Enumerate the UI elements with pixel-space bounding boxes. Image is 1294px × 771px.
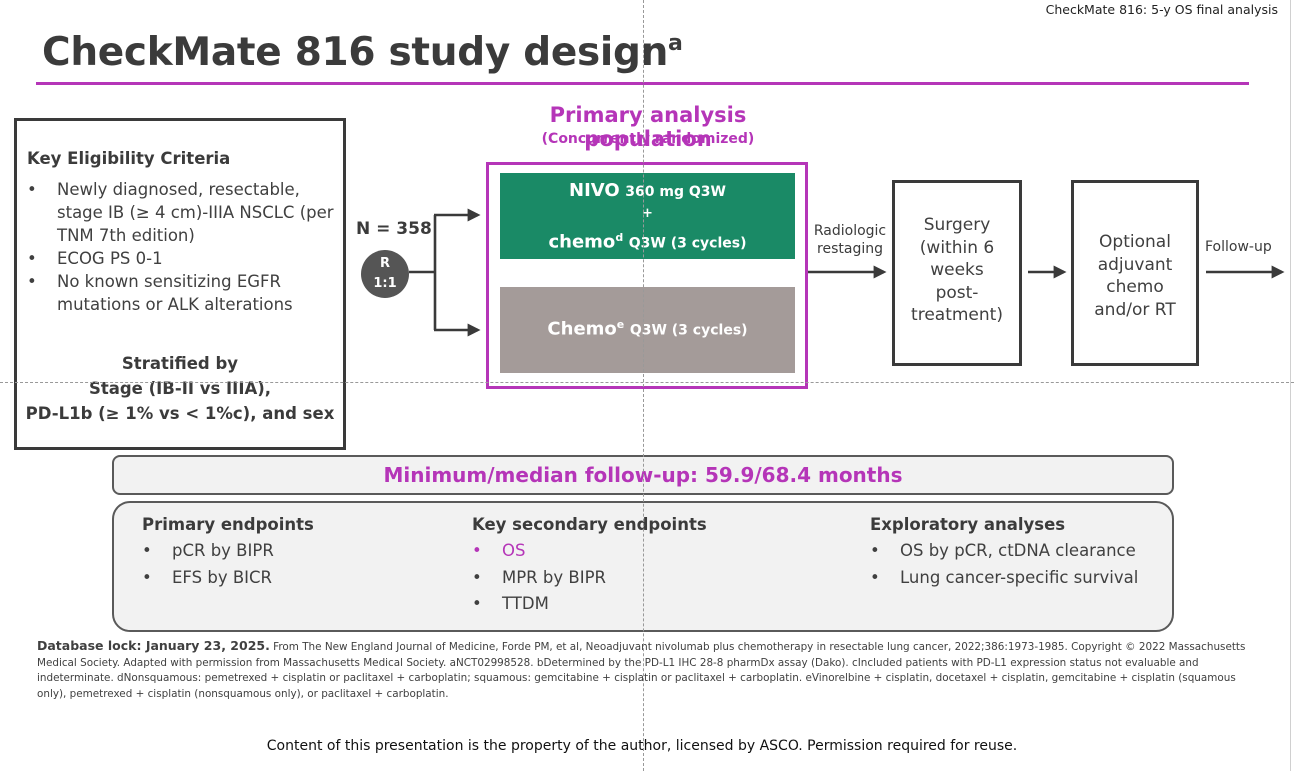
adjuvant-line: chemo [1106, 277, 1164, 297]
vertical-guide-line [643, 0, 644, 771]
endpoint-item: TTDM [472, 591, 707, 618]
randomization-letter: R [379, 256, 390, 271]
chemo-arm-label: Chemo [547, 318, 617, 340]
restaging-line: Radiologic [813, 223, 887, 239]
randomization-circle: R 1:1 [361, 250, 409, 298]
endpoint-item: OS by pCR, ctDNA clearance [870, 538, 1138, 565]
randomization-ratio: 1:1 [373, 276, 397, 291]
endpoint-item: MPR by BIPR [472, 565, 707, 592]
title-divider [36, 82, 1249, 85]
surgery-line: (within 6 [919, 237, 995, 258]
primary-population-title: Primary analysis population [549, 103, 747, 151]
eligibility-item: Newly diagnosed, resectable, stage IB (≥… [27, 178, 337, 247]
chemo-dose: Q3W (3 cycles) [628, 235, 747, 252]
eligibility-heading: Key Eligibility Criteria [27, 149, 231, 168]
endpoint-item-highlighted: OS [472, 538, 707, 565]
endpoint-item: Lung cancer-specific survival [870, 565, 1138, 592]
copyright-notice: Content of this presentation is the prop… [266, 738, 1018, 754]
primary-population-subtitle: (Concurrently randomized) [541, 131, 755, 147]
nivo-dose: 360 mg Q3W [625, 184, 726, 200]
chemo-line: chemod Q3W (3 cycles) [500, 231, 795, 252]
primary-population-box [486, 162, 808, 389]
primary-endpoints-list: pCR by BIPR EFS by BICR [142, 538, 314, 591]
horizontal-guide-line [0, 382, 1294, 383]
chemo-arm-dose: Q3W (3 cycles) [629, 322, 748, 339]
secondary-endpoints-column: Key secondary endpoints OS MPR by BIPR T… [472, 515, 707, 618]
nivo-label: NIVO [569, 180, 620, 201]
surgery-text: Surgery (within 6 weeks post- treatment) [895, 214, 1019, 327]
primary-endpoints-heading: Primary endpoints [142, 515, 314, 534]
endpoint-item: pCR by BIPR [142, 538, 314, 565]
eligibility-item: ECOG PS 0-1 [27, 247, 337, 270]
sample-size-label: N = 358 [356, 219, 432, 239]
adjuvant-line: and/or RT [1094, 299, 1176, 320]
secondary-endpoints-list: OS MPR by BIPR TTDM [472, 538, 707, 618]
adjuvant-box: Optional adjuvant chemo and/or RT [1071, 180, 1199, 366]
header-label: CheckMate 816: 5-y OS final analysis [1045, 2, 1278, 17]
plus-sign: + [642, 206, 653, 221]
stratified-line: PD-L1b (≥ 1% vs < 1%c), and sex [25, 404, 335, 423]
follow-up-label: Follow-up [1205, 239, 1272, 255]
stratified-heading: Stratified by [121, 354, 239, 373]
page-title: CheckMate 816 study designa [42, 30, 683, 75]
secondary-endpoints-heading: Key secondary endpoints [472, 515, 707, 534]
title-superscript: a [668, 31, 683, 56]
exploratory-list: OS by pCR, ctDNA clearance Lung cancer-s… [870, 538, 1138, 591]
nivo-line: NIVO 360 mg Q3W [500, 180, 795, 201]
eligibility-box: Key Eligibility Criteria Newly diagnosed… [14, 118, 346, 450]
randomization-branch-arrows [409, 208, 481, 337]
adjuvant-line: Optional [1099, 232, 1171, 252]
primary-endpoints-column: Primary endpoints pCR by BIPR EFS by BIC… [142, 515, 314, 591]
nivo-chemo-arm: NIVO 360 mg Q3W + chemod Q3W (3 cycles) [500, 173, 795, 259]
page-edge [1290, 0, 1291, 771]
restaging-label: Radiologic restaging [808, 222, 892, 258]
adjuvant-line: adjuvant [1097, 254, 1173, 275]
footnote-text: From The New England Journal of Medicine… [37, 641, 1246, 700]
chemo-arm-line: Chemoe Q3W (3 cycles) [500, 318, 795, 339]
chemo-footnote-mark: d [615, 231, 624, 244]
restaging-line: restaging [817, 241, 883, 257]
chemo-only-arm: Chemoe Q3W (3 cycles) [500, 287, 795, 373]
stratified-line: Stage (IB-II vs IIIA), [88, 379, 272, 398]
chemo-label: chemo [548, 231, 616, 253]
endpoint-item: EFS by BICR [142, 565, 314, 592]
eligibility-list: Newly diagnosed, resectable, stage IB (≥… [27, 178, 337, 316]
exploratory-column: Exploratory analyses OS by pCR, ctDNA cl… [870, 515, 1138, 591]
title-text: CheckMate 816 study design [42, 30, 669, 75]
surgery-line: weeks [930, 260, 984, 280]
footnotes: Database lock: January 23, 2025. From Th… [37, 638, 1247, 702]
surgery-box: Surgery (within 6 weeks post- treatment) [892, 180, 1022, 366]
exploratory-heading: Exploratory analyses [870, 515, 1066, 534]
stratification-block: Stratified by Stage (IB-II vs IIIA), PD-… [17, 351, 343, 426]
chemo-arm-footnote-mark: e [616, 318, 625, 331]
surgery-line: treatment) [911, 305, 1003, 325]
database-lock-label: Database lock: January 23, 2025. [37, 638, 270, 653]
adjuvant-text: Optional adjuvant chemo and/or RT [1074, 231, 1196, 321]
surgery-line: post- [935, 282, 979, 303]
surgery-line: Surgery [923, 215, 991, 235]
eligibility-item: No known sensitizing EGFR mutations or A… [27, 270, 337, 316]
